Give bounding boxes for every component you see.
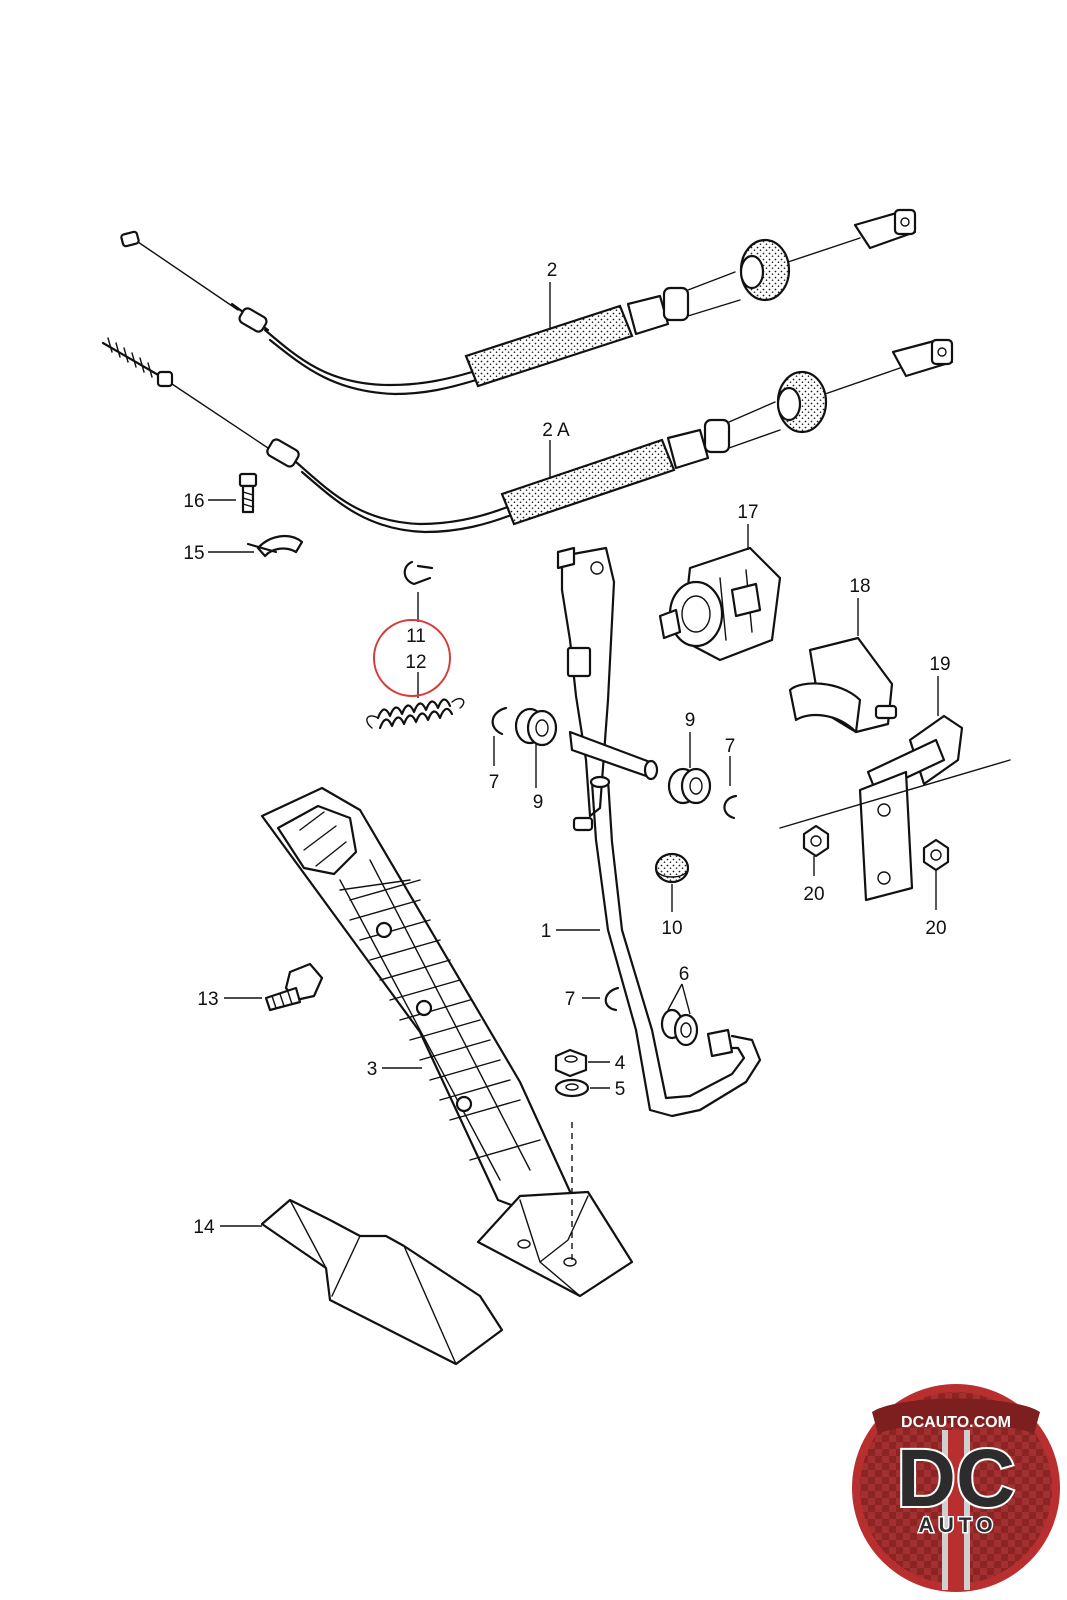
kickdown-switch-17 bbox=[658, 546, 782, 662]
callout-19: 19 bbox=[929, 654, 950, 675]
floor-stop-14 bbox=[260, 1198, 504, 1366]
throttle-cable-2a bbox=[101, 337, 954, 534]
retaining-clip-7-lower bbox=[604, 986, 620, 1012]
callout-11: 11 bbox=[406, 626, 426, 647]
bolt-13 bbox=[264, 962, 324, 1012]
callout-5: 5 bbox=[615, 1079, 626, 1100]
callout-20-right: 20 bbox=[925, 918, 946, 939]
retaining-clip-7-left bbox=[491, 706, 508, 736]
dcauto-logo: DCAUTO.COM DC AUTO bbox=[852, 1384, 1060, 1592]
nut-20-left bbox=[802, 824, 830, 858]
callout-2a: 2 A bbox=[542, 420, 570, 441]
callout-17: 17 bbox=[737, 502, 758, 523]
callout-10: 10 bbox=[661, 918, 682, 939]
callout-15: 15 bbox=[183, 543, 204, 564]
callout-13: 13 bbox=[197, 989, 218, 1010]
callout-9-left: 9 bbox=[533, 792, 544, 813]
washer-5 bbox=[554, 1078, 590, 1098]
pedal-lever-1 bbox=[556, 546, 762, 1118]
callout-12: 12 bbox=[405, 652, 426, 673]
callout-labels: 2 2 A 16 15 17 18 19 11 12 7 9 9 7 20 20… bbox=[183, 260, 950, 1238]
callout-18: 18 bbox=[849, 576, 870, 597]
stop-buffer-10 bbox=[654, 852, 690, 884]
callout-3: 3 bbox=[367, 1059, 378, 1080]
callout-2: 2 bbox=[547, 260, 558, 281]
bracket-19 bbox=[779, 714, 1011, 902]
accelerator-pedal-3 bbox=[260, 786, 574, 1220]
holder-18 bbox=[788, 636, 898, 734]
clip-11 bbox=[403, 560, 434, 586]
nut-4 bbox=[554, 1048, 588, 1078]
bushing-9-left bbox=[514, 707, 558, 747]
nut-20-right bbox=[922, 838, 950, 872]
callout-4: 4 bbox=[615, 1053, 626, 1074]
callout-7-right: 7 bbox=[725, 736, 736, 757]
bushing-9-right bbox=[667, 767, 712, 805]
highlight-ring bbox=[373, 619, 451, 697]
logo-dc-text: DC bbox=[897, 1433, 1015, 1524]
callout-1: 1 bbox=[541, 921, 552, 942]
washers-6 bbox=[660, 1008, 699, 1047]
logo-brand-text: DCAUTO.COM bbox=[901, 1414, 1011, 1431]
bolt-16 bbox=[238, 472, 258, 514]
callout-9-right: 9 bbox=[685, 710, 696, 731]
pedal-base bbox=[476, 1122, 634, 1298]
return-spring-12 bbox=[366, 698, 465, 730]
callout-16: 16 bbox=[183, 491, 204, 512]
callout-7-left: 7 bbox=[489, 772, 500, 793]
cable-clamp-15 bbox=[246, 534, 304, 558]
callout-7-lower: 7 bbox=[565, 989, 576, 1010]
callout-14: 14 bbox=[193, 1217, 215, 1238]
callout-leaders bbox=[208, 282, 939, 1227]
callout-20-left: 20 bbox=[803, 884, 824, 905]
retaining-clip-7-right bbox=[723, 794, 738, 820]
callout-6: 6 bbox=[679, 964, 690, 985]
logo-auto-text: AUTO bbox=[918, 1514, 997, 1537]
throttle-cable-2 bbox=[120, 208, 917, 396]
